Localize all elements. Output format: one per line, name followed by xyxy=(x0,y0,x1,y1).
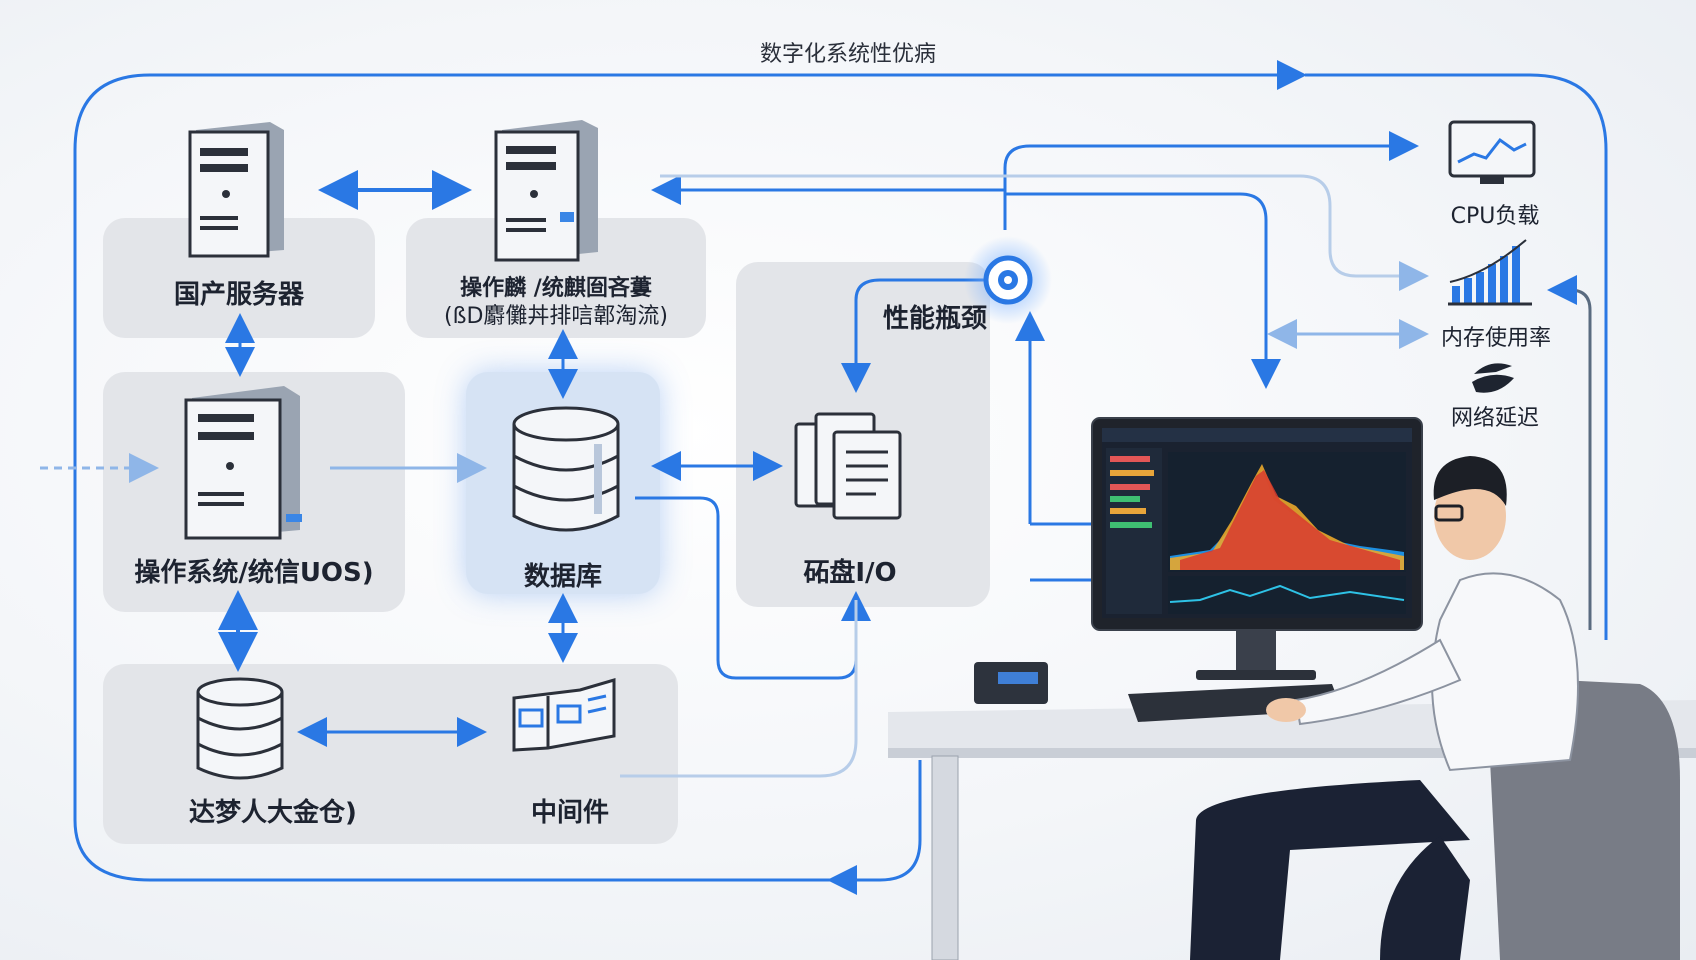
bar-chart-icon xyxy=(1448,239,1532,306)
label-os-uos: 操作系统/统信UOS) xyxy=(134,558,374,588)
outer-loop-right-top xyxy=(1305,73,1608,640)
label-network-latency: 网络延迟 xyxy=(1450,406,1539,431)
middleware-icon xyxy=(512,677,616,752)
database-icon xyxy=(196,677,284,780)
label-bottleneck: 性能瓶颈 xyxy=(882,304,987,334)
server-icon xyxy=(184,386,302,540)
documents-icon xyxy=(794,412,902,520)
label-middleware: 中间件 xyxy=(530,798,609,828)
network-icon xyxy=(1472,363,1514,393)
outer-loop-bottom xyxy=(827,760,922,895)
label-domestic-server: 国产服务器 xyxy=(173,280,304,310)
server-icon xyxy=(494,120,598,262)
outer-loop-left xyxy=(73,150,840,882)
database-icon xyxy=(512,406,620,532)
label-database: 数据库 xyxy=(523,562,602,592)
outer-loop-top xyxy=(73,60,1307,151)
label-dameng: 达梦人大金仓) xyxy=(189,798,357,828)
label-memory-usage: 内存使用率 xyxy=(1440,326,1551,351)
label-os-top-line1: 操作麟 /统麒囼吝蔞 xyxy=(460,276,652,301)
label-disk-io: 砳盘I/O xyxy=(803,558,897,588)
person-figure xyxy=(1190,456,1680,960)
monitor-chart-icon xyxy=(1091,417,1423,680)
server-icon xyxy=(188,122,284,258)
monitor-chart-icon xyxy=(1448,120,1536,184)
diagram-title: 数字化系统性优病 xyxy=(759,42,936,67)
label-os-top-line2: (ßD麝儺丼排唁郼淘流) xyxy=(444,304,668,329)
label-cpu-load: CPU负载 xyxy=(1450,204,1540,229)
